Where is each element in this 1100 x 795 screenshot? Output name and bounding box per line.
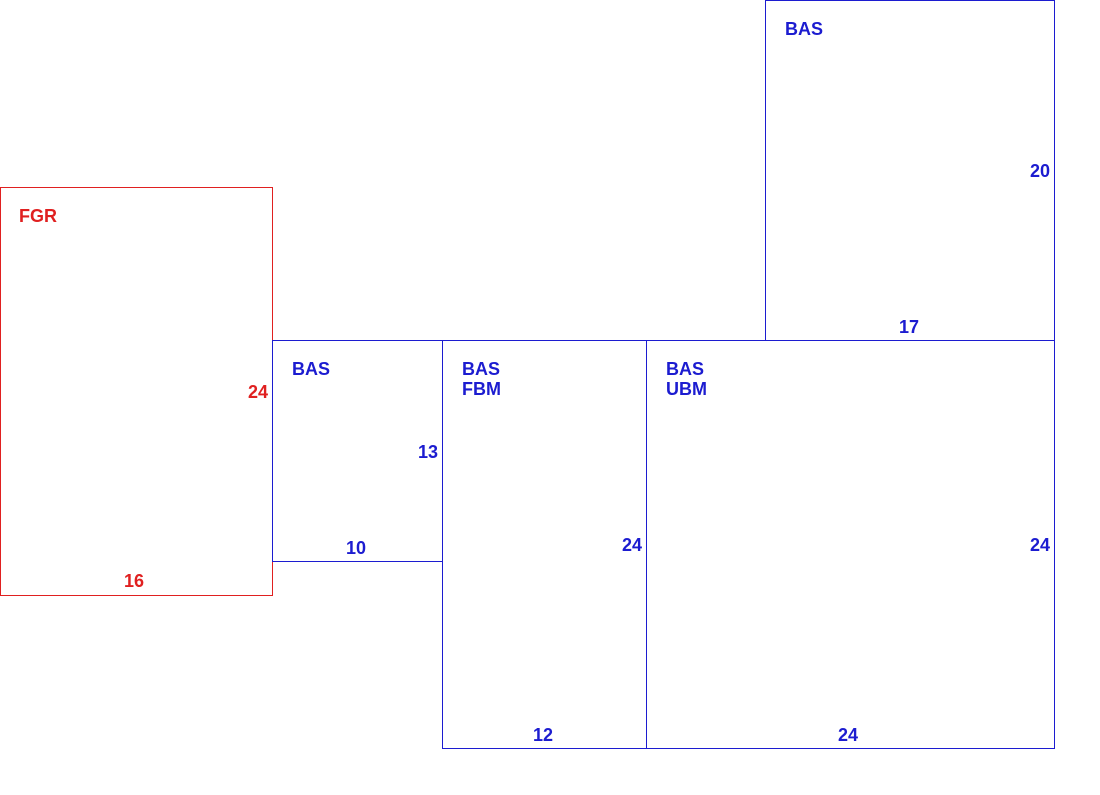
dimension-height-fgr: 24 xyxy=(247,382,268,402)
room-subcode-fbm: FBM xyxy=(462,379,501,399)
room-subcode-ubm: UBM xyxy=(666,379,707,399)
room-code-fgr: FGR xyxy=(19,206,57,226)
dimension-height-bas-fbm: 24 xyxy=(621,535,642,555)
room-bas-top: BAS 20 17 xyxy=(765,0,1055,341)
dimension-height-bas-small: 13 xyxy=(417,442,438,462)
room-bas-ubm: BAS UBM 24 24 xyxy=(646,340,1055,749)
room-code-bas-small: BAS xyxy=(292,359,331,379)
dimension-height-bas-ubm: 24 xyxy=(1029,535,1050,555)
dimension-width-bas-fbm: 12 xyxy=(533,725,554,745)
room-bas-fbm: BAS FBM 24 12 xyxy=(442,340,647,749)
dimension-width-fgr: 16 xyxy=(124,571,145,591)
dimension-width-bas-top: 17 xyxy=(899,317,920,337)
room-fgr: FGR 24 16 xyxy=(0,187,273,596)
room-code-bas-ubm: BAS xyxy=(666,359,705,379)
dimension-width-bas-ubm: 24 xyxy=(838,725,859,745)
dimension-width-bas-small: 10 xyxy=(346,538,367,558)
room-bas-small: BAS 13 10 xyxy=(272,340,443,562)
dimension-height-bas-top: 20 xyxy=(1029,161,1050,181)
room-code-bas-top: BAS xyxy=(785,19,824,39)
room-code-bas-fbm: BAS xyxy=(462,359,501,379)
